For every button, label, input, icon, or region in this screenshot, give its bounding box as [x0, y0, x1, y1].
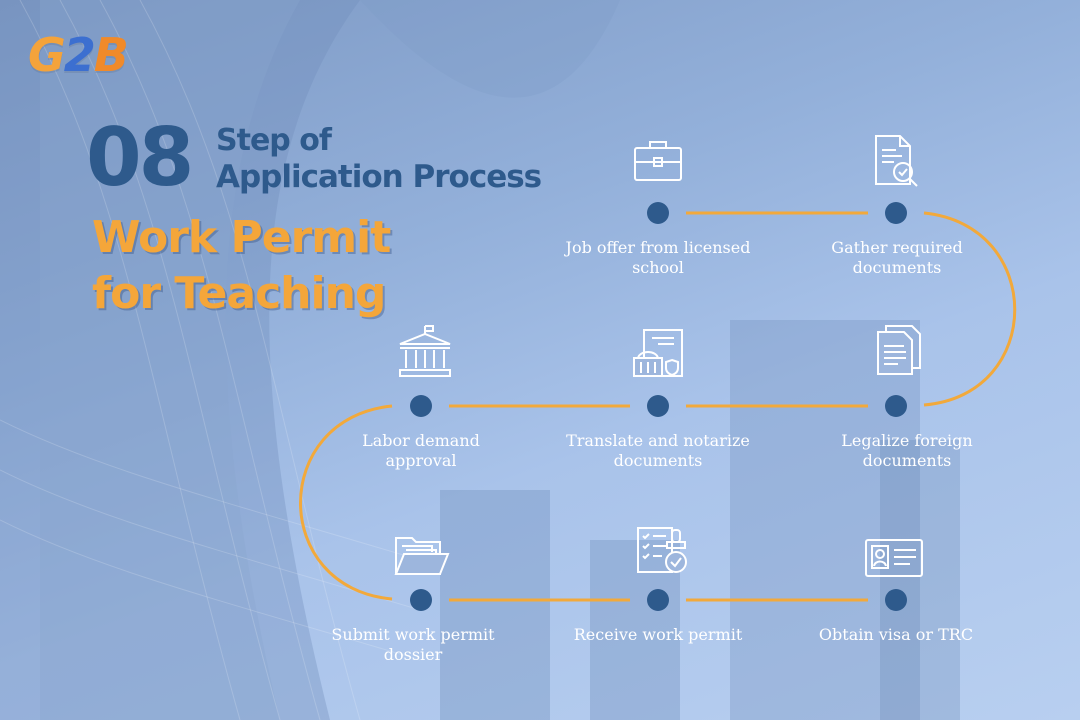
title-line-1: Work Permit: [92, 212, 391, 263]
id-card-icon: [865, 539, 923, 577]
step-label-4: Translate and notarize documents: [566, 431, 750, 470]
step-label-2: Gather required documents: [831, 238, 963, 277]
document-search-icon: [875, 135, 918, 187]
government-building-icon: [399, 325, 451, 377]
logo-digit-2: 2: [63, 28, 96, 82]
checklist-stamp-icon: [637, 527, 687, 573]
step-label-5: Labor demand approval: [362, 431, 480, 470]
step-dot-7: [647, 589, 669, 611]
step-dot-1: [647, 202, 669, 224]
step-label-1: Job offer from licensed school: [565, 238, 751, 277]
briefcase-icon: [634, 141, 682, 181]
step-dot-3: [885, 395, 907, 417]
connector-2-3: [923, 211, 1017, 407]
step-dot-6: [410, 589, 432, 611]
subtitle-line-1: Step of: [216, 123, 332, 158]
folder-icon: [394, 537, 450, 575]
step-label-3: Legalize foreign documents: [841, 431, 973, 470]
step-dot-8: [885, 589, 907, 611]
connector-5-6: [299, 404, 393, 601]
logo-letter-g: G: [28, 28, 66, 82]
step-label-6: Submit work permit dossier: [331, 625, 495, 664]
title-line-2: for Teaching: [92, 268, 386, 319]
documents-stack-icon: [877, 325, 921, 375]
subtitle-line-2: Application Process: [216, 159, 542, 195]
logo-letter-b: B: [93, 28, 129, 82]
step-count: 08: [86, 111, 194, 204]
step-label-7: Receive work permit: [573, 625, 743, 644]
g2b-logo: G2B: [28, 28, 129, 82]
step-dot-2: [885, 202, 907, 224]
step-dot-5: [410, 395, 432, 417]
notarized-document-icon: [633, 329, 683, 377]
step-label-8: Obtain visa or TRC: [818, 625, 974, 644]
step-dot-4: [647, 395, 669, 417]
